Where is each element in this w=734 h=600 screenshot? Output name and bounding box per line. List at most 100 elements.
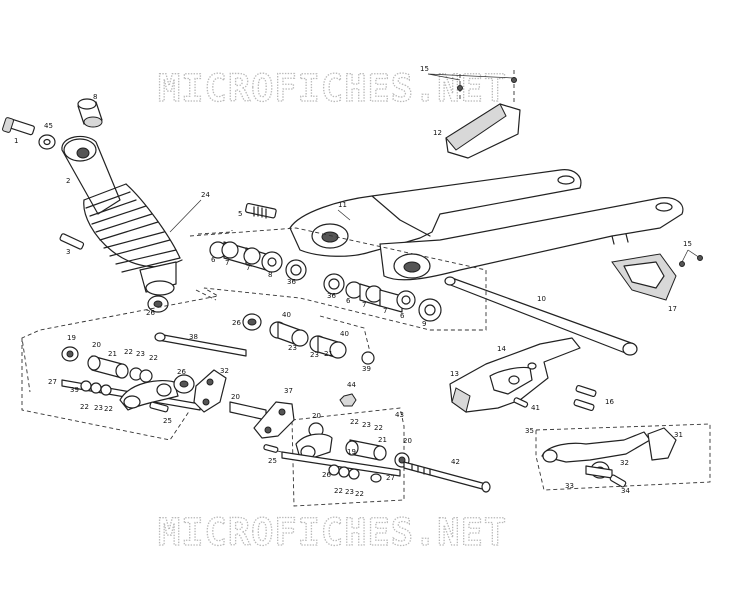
callout-c42: 42 xyxy=(451,458,460,466)
callout-c36a: 36 xyxy=(287,278,296,286)
bolt-part-1 xyxy=(2,117,35,136)
callout-c32b: 32 xyxy=(620,459,629,467)
callout-c22d: 22 xyxy=(104,405,113,413)
rod-part-38 xyxy=(154,332,247,357)
callout-c38: 38 xyxy=(189,333,198,341)
callout-c19: 19 xyxy=(67,334,76,342)
lever-part-37 xyxy=(229,401,295,453)
callout-c27b: 27 xyxy=(386,474,395,482)
callout-c32: 32 xyxy=(220,367,229,375)
callout-c40b: 40 xyxy=(340,330,349,338)
callout-c22b: 22 xyxy=(149,354,158,362)
linkage-lower-group xyxy=(281,422,410,483)
callout-c23f: 23 xyxy=(345,488,354,496)
bolt-part-42 xyxy=(403,461,491,493)
nut-part-44 xyxy=(339,393,357,407)
callout-c22e: 22 xyxy=(350,418,359,426)
callout-c6c: 6 xyxy=(400,312,405,320)
chain-guide-part-14 xyxy=(449,337,581,413)
callout-c21a: 21 xyxy=(324,350,333,358)
callout-c15a: 15 xyxy=(420,65,429,73)
callout-c23b: 23 xyxy=(310,351,319,359)
chain-guard-part-12 xyxy=(427,70,521,159)
callout-c23d: 23 xyxy=(94,404,103,412)
watermark-top: MICROFICHES.NET xyxy=(158,67,507,110)
callout-c6b: 6 xyxy=(346,297,351,305)
brake-pedal-part-35 xyxy=(541,427,677,488)
callout-c9: 9 xyxy=(422,320,426,328)
callout-c22f: 22 xyxy=(374,424,383,432)
callout-c20b: 20 xyxy=(231,393,240,401)
washer-part-45 xyxy=(38,134,56,150)
callout-c26b: 26 xyxy=(232,319,241,327)
callout-c23a: 23 xyxy=(288,344,297,352)
callout-c31: 31 xyxy=(674,431,683,439)
linkage-plate-part-32 xyxy=(173,369,227,413)
callout-c3: 3 xyxy=(66,248,70,256)
linkage-left-group xyxy=(61,346,201,413)
callout-c25a: 25 xyxy=(163,417,172,425)
callout-c22c: 22 xyxy=(80,403,89,411)
bushing-group-center xyxy=(242,313,375,365)
callout-c45: 45 xyxy=(44,122,53,130)
callout-c7c: 7 xyxy=(362,301,366,309)
callout-c7a: 7 xyxy=(225,259,229,267)
bolt-part-3 xyxy=(59,233,85,250)
callout-c24: 24 xyxy=(201,191,210,199)
dashed-box-pedal xyxy=(535,423,711,491)
callout-c22h: 22 xyxy=(355,490,364,498)
dashed-box-lower-left xyxy=(21,338,191,441)
chain-slider-part-17 xyxy=(611,249,703,301)
callout-c41: 41 xyxy=(531,404,540,412)
callout-c39b: 39 xyxy=(70,386,79,394)
shock-absorber-part-2 xyxy=(61,135,183,296)
callout-c40a: 40 xyxy=(282,311,291,319)
screw-part-41 xyxy=(513,397,529,408)
callout-c11: 11 xyxy=(338,201,347,209)
callout-c25b: 25 xyxy=(268,457,277,465)
callout-c44: 44 xyxy=(347,381,356,389)
callout-c2: 2 xyxy=(66,177,70,185)
callout-c20a: 20 xyxy=(92,341,101,349)
bolt-part-5 xyxy=(245,202,277,219)
callout-c37: 37 xyxy=(284,387,293,395)
callout-c22a: 22 xyxy=(124,348,133,356)
callout-c21c: 21 xyxy=(378,436,387,444)
callout-c39: 39 xyxy=(362,365,371,373)
callout-c19b: 19 xyxy=(347,448,356,456)
callout-c43: 43 xyxy=(395,411,404,419)
callout-c6a: 6 xyxy=(211,256,216,264)
callout-c17: 17 xyxy=(668,305,677,313)
callout-c8b: 8 xyxy=(268,271,272,279)
callout-c21b: 21 xyxy=(108,350,117,358)
callout-c26a: 26 xyxy=(146,309,155,317)
callout-c36b: 36 xyxy=(327,292,336,300)
callout-c35: 35 xyxy=(525,427,534,435)
callout-c12: 12 xyxy=(433,129,442,137)
callout-c5: 5 xyxy=(238,210,242,218)
callout-c20c: 20 xyxy=(312,412,321,420)
callout-c14: 14 xyxy=(497,345,506,353)
callout-c7b: 7 xyxy=(246,264,250,272)
swing-arm-spindle-part-10 xyxy=(444,276,638,356)
callout-c27a: 27 xyxy=(48,378,57,386)
callout-c10: 10 xyxy=(537,295,546,303)
watermark-bottom: MICROFICHES.NET xyxy=(158,511,507,554)
callout-c26c: 26 xyxy=(177,368,186,376)
bushing-part-8 xyxy=(77,98,103,128)
callout-c7d: 7 xyxy=(383,307,387,315)
callout-c15b: 15 xyxy=(683,240,692,248)
callout-c20d: 20 xyxy=(403,437,412,445)
screws-part-16 xyxy=(573,384,597,412)
callout-c26d: 26 xyxy=(322,471,331,479)
callout-c33: 33 xyxy=(565,482,574,490)
callout-c8a: 8 xyxy=(93,93,97,101)
callout-c13: 13 xyxy=(450,370,459,378)
bushing-set-left xyxy=(197,230,307,281)
bushing-set-right xyxy=(323,273,442,322)
callout-c1: 1 xyxy=(14,137,18,145)
callout-c22g: 22 xyxy=(334,487,343,495)
callout-c23e: 23 xyxy=(362,421,371,429)
callout-c16: 16 xyxy=(605,398,614,406)
